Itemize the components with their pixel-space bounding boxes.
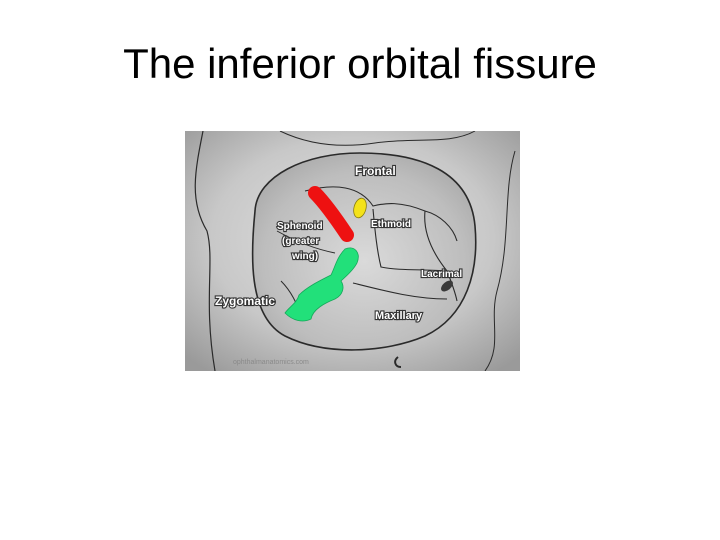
orbital-rim <box>251 152 477 351</box>
orbit-illustration: Frontal Ethmoid Sphenoid (greater wing) … <box>185 131 520 371</box>
bottom-notch <box>394 356 402 368</box>
inferior-orbital-fissure <box>284 247 359 322</box>
lacrimal-suture <box>424 210 458 302</box>
label-sphenoid-line2: (greater <box>282 236 319 247</box>
label-zygomatic: Zygomatic <box>215 294 275 308</box>
superior-orbital-fissure <box>308 186 354 242</box>
right-skull-contour <box>484 150 516 371</box>
frontal-suture <box>304 186 458 242</box>
watermark-text: ophthalmanatomics.com <box>233 359 309 366</box>
orbit-diagram: Frontal Ethmoid Sphenoid (greater wing) … <box>185 131 520 371</box>
label-lacrimal: Lacrimal <box>421 269 462 280</box>
label-sphenoid-line3: wing) <box>291 251 318 262</box>
sphenoid-suture <box>276 230 336 254</box>
ethmoid-suture <box>372 208 448 272</box>
label-maxillary: Maxillary <box>375 310 423 322</box>
optic-canal <box>353 197 367 219</box>
slide-title: The inferior orbital fissure <box>123 40 597 87</box>
label-ethmoid: Ethmoid <box>371 219 411 230</box>
upper-skull-contour <box>279 131 476 146</box>
lacrimal-fossa <box>441 280 453 292</box>
outer-skull-contour <box>194 131 216 371</box>
label-frontal: Frontal <box>355 164 396 178</box>
label-sphenoid-line1: Sphenoid <box>277 221 323 232</box>
maxillary-suture <box>352 282 448 300</box>
